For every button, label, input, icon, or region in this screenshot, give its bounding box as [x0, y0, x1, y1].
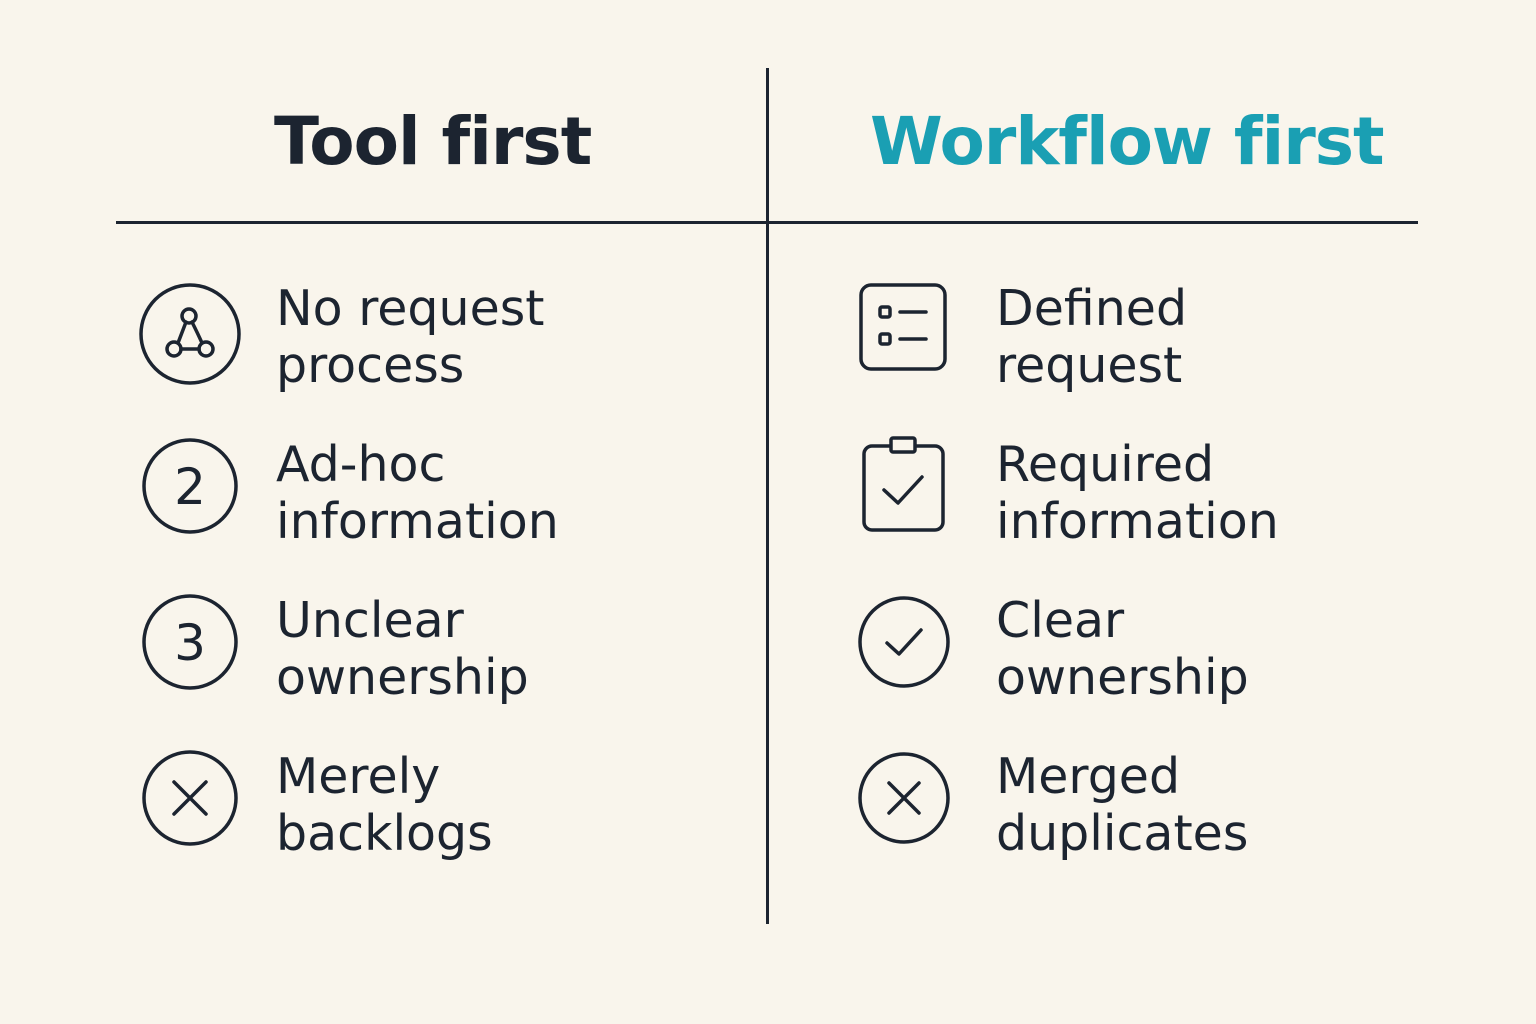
checklist-form-icon	[858, 280, 968, 390]
right-item-label: Required information	[996, 436, 1279, 550]
workflow-first-heading: Workflow first	[870, 103, 1385, 180]
right-item-label: Defined request	[996, 280, 1188, 394]
left-item-label: No request process	[276, 280, 545, 394]
svg-text:2: 2	[174, 458, 206, 516]
number-2-icon: 2	[138, 436, 248, 546]
svg-text:3: 3	[174, 614, 206, 672]
x-circle-icon	[138, 748, 248, 858]
vertical-divider	[766, 68, 769, 924]
right-item-label: Merged duplicates	[996, 748, 1249, 862]
right-item-label: Clear ownership	[996, 592, 1249, 706]
workflow-nodes-icon	[138, 280, 248, 390]
clipboard-check-icon	[858, 436, 968, 546]
x-circle-icon	[858, 748, 968, 858]
check-circle-icon	[858, 592, 968, 702]
left-item-label: Unclear ownership	[276, 592, 529, 706]
horizontal-divider	[116, 221, 1418, 224]
number-3-icon: 3	[138, 592, 248, 702]
left-item-label: Ad-hoc information	[276, 436, 559, 550]
left-item-label: Merely backlogs	[276, 748, 493, 862]
tool-first-heading: Tool first	[274, 103, 592, 180]
